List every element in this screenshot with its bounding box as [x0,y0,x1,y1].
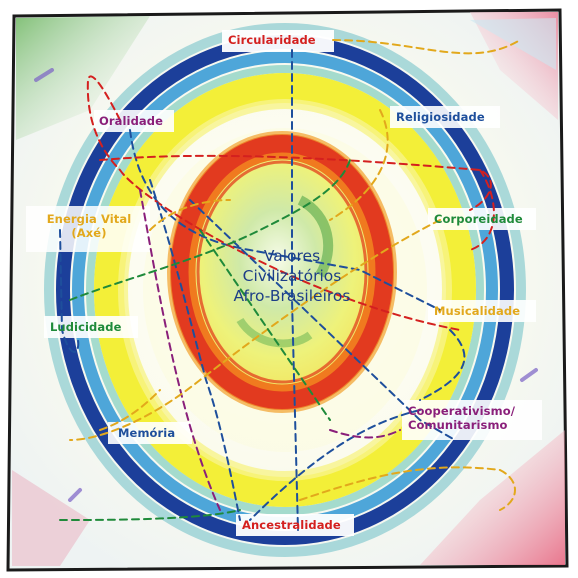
label-memoria: Memória [118,426,176,440]
label-religiosidade: Religiosidade [396,110,485,124]
label-energia-line2: (Axé) [71,226,107,241]
label-energia-vital: Energia Vital (Axé) [30,212,148,241]
center-title-line1: Valores [263,247,321,265]
center-title: Valores Civilizatórios Afro-Brasileiros [212,246,372,306]
center-title-line2: Civilizatórios [242,267,342,285]
label-circularidade: Circularidade [228,33,316,47]
label-corporeidade: Corporeidade [434,212,523,226]
label-cooperativismo-line2: Comunitarismo [408,418,508,433]
label-cooperativismo: Cooperativismo/ Comunitarismo [408,404,515,433]
label-ludicidade: Ludicidade [50,320,122,334]
label-ancestralidade: Ancestralidade [242,518,341,532]
label-oralidade: Oralidade [99,114,164,128]
label-cooperativismo-line1: Cooperativismo/ [408,404,516,418]
label-energia-line1: Energia Vital [46,212,132,226]
center-title-line3: Afro-Brasileiros [233,287,351,305]
label-musicalidade: Musicalidade [434,304,521,318]
